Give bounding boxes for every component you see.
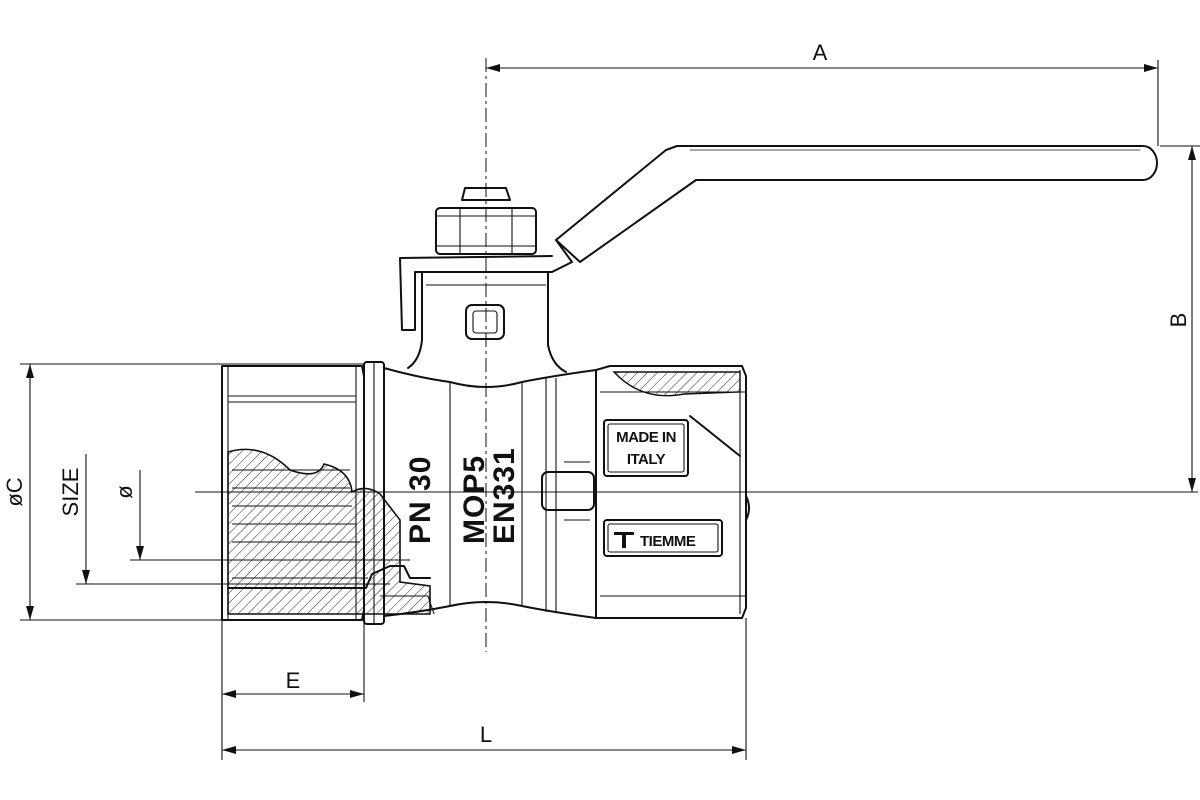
stem-neck (407, 271, 567, 373)
brand-name: TIEMME (640, 533, 696, 550)
origin-plate: MADE IN ITALY (603, 419, 689, 477)
dimension-a: A (486, 40, 1159, 146)
origin-line1: MADE IN (616, 429, 676, 446)
lever-handle (399, 145, 1158, 331)
dimension-l: L (222, 618, 747, 760)
stem-nut (435, 187, 537, 255)
mop-marking: MOP5 (458, 455, 491, 544)
dimension-c: øC (2, 363, 364, 621)
dimension-size: SIZE (58, 454, 390, 585)
dimension-c-label: øC (2, 477, 27, 506)
dimension-b-label: B (1166, 313, 1191, 328)
thread-cutaway (227, 371, 741, 615)
dimension-e-label: E (286, 668, 301, 693)
dimension-size-label: SIZE (58, 468, 83, 517)
origin-line2: ITALY (627, 451, 666, 468)
dimension-a-label: A (813, 40, 828, 65)
dimension-l-label: L (480, 722, 492, 747)
pressure-marking: PN 30 (404, 456, 437, 544)
brand-plate: TIEMME (603, 519, 723, 557)
standard-marking: EN331 (488, 447, 521, 544)
dimension-bore: ø (112, 470, 410, 561)
dimension-e: E (221, 620, 365, 760)
brand-logo-icon (614, 532, 634, 548)
dimension-b: B (1160, 145, 1200, 492)
dimension-bore-label: ø (112, 485, 137, 498)
